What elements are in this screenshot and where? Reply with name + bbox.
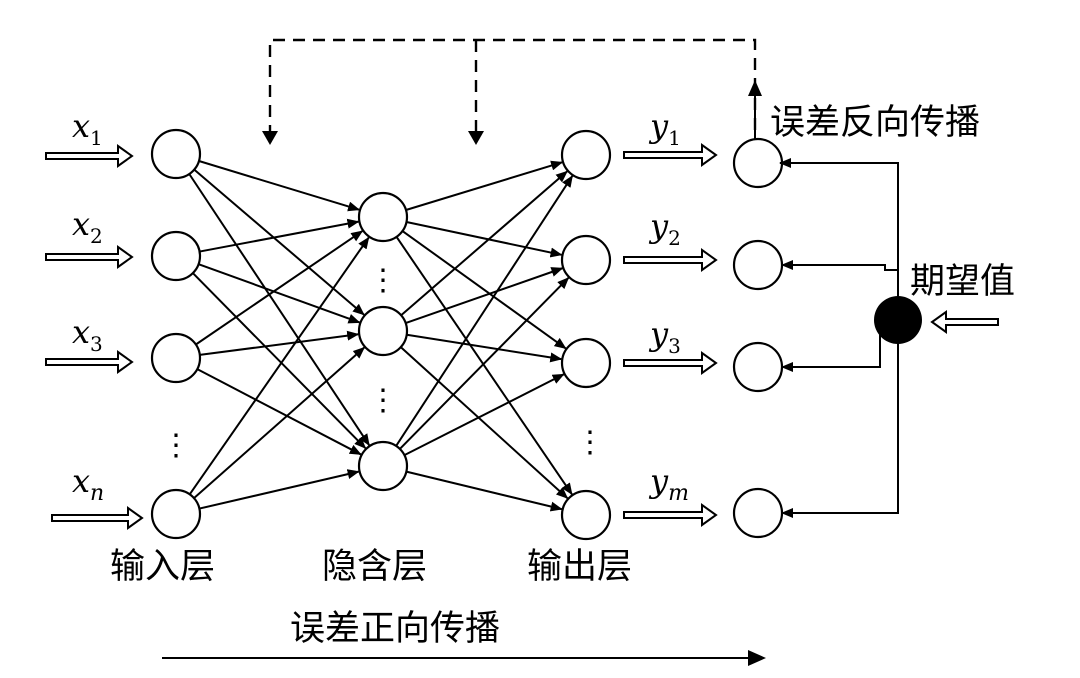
input-labels: x1 x2 x3 xn	[72, 107, 104, 506]
result-neuron-0	[732, 137, 784, 189]
conn-hidden-2-output-2	[403, 373, 565, 457]
conn-input-2-hidden-1	[199, 330, 360, 356]
output-label-1: y1	[648, 107, 681, 150]
output-arrow-2	[623, 351, 718, 375]
conn-hidden-1-output-1	[405, 267, 564, 325]
connections	[188, 160, 574, 512]
result-neuron-1	[732, 239, 784, 291]
ellipsis-dots: ⋮ ⋮ ⋮ ⋮	[161, 263, 605, 463]
conn-hidden-0-output-1	[406, 220, 563, 258]
output-label-3: y3	[648, 315, 681, 358]
input-neuron-1	[150, 230, 202, 282]
hidden-neuron-1	[357, 305, 409, 357]
output-labels: y1 y2 y3 ym	[648, 107, 689, 506]
backprop-label: 误差反向传播	[770, 103, 980, 143]
result-neuron-2	[732, 341, 784, 393]
conn-input-3-hidden-1	[193, 346, 366, 499]
input-layer-label: 输入层	[110, 547, 215, 587]
output-ellipsis: ⋮	[575, 425, 605, 460]
output-neuron-2	[560, 337, 612, 389]
conn-hidden-1-output-2	[406, 333, 563, 363]
input-neuron-3	[150, 488, 202, 540]
output-neuron-3	[560, 489, 612, 541]
input-ellipsis: ⋮	[161, 428, 191, 463]
output-arrow-0	[623, 143, 718, 167]
backprop-arrow-up	[748, 80, 762, 96]
conn-hidden-0-output-3	[395, 236, 573, 496]
conn-input-0-hidden-0	[198, 160, 361, 212]
neurons	[150, 128, 784, 541]
input-arrow-1	[45, 245, 134, 269]
expected-value-input-arrow	[930, 310, 999, 334]
expected-value-label: 期望值	[910, 262, 1015, 302]
conn-input-2-hidden-2	[196, 368, 362, 456]
expected-value-wiring	[779, 158, 922, 518]
conn-input-3-hidden-0	[188, 236, 370, 495]
output-arrow-1	[623, 248, 718, 272]
conn-hidden-2-output-1	[399, 277, 570, 450]
input-neuron-2	[150, 332, 202, 384]
backprop-arrow-hidden-input	[262, 131, 278, 145]
input-arrow-n	[51, 506, 144, 530]
backprop-dashed-line	[268, 38, 757, 138]
expected-value-node	[874, 296, 922, 344]
input-neuron-0	[150, 128, 202, 180]
output-arrow-3	[623, 503, 718, 527]
input-arrow-2	[45, 350, 134, 374]
conn-input-3-hidden-2	[199, 469, 360, 510]
input-arrow-0	[45, 144, 134, 168]
output-neuron-1	[560, 234, 612, 286]
conn-hidden-2-output-3	[406, 470, 563, 512]
output-label-2: y2	[648, 207, 681, 250]
conn-input-0-hidden-1	[193, 168, 365, 316]
hidden-neuron-0	[357, 191, 409, 243]
conn-hidden-0-output-0	[405, 160, 564, 211]
hidden-ellipsis-lower: ⋮	[368, 383, 398, 418]
forward-label: 误差正向传播	[290, 609, 500, 649]
signal-arrows	[45, 143, 999, 530]
result-neuron-3	[732, 487, 784, 539]
conn-input-2-hidden-0	[195, 230, 364, 346]
hidden-layer-label: 隐含层	[322, 547, 427, 587]
backprop-path	[262, 38, 762, 145]
conn-hidden-1-output-3	[400, 346, 569, 499]
hidden-neuron-2	[357, 440, 409, 492]
conn-hidden-0-output-2	[401, 230, 567, 350]
conn-input-0-hidden-2	[188, 173, 371, 447]
input-label-3: x3	[72, 313, 103, 356]
hidden-ellipsis-upper: ⋮	[368, 263, 398, 298]
backprop-arrow-output-hidden	[468, 131, 484, 145]
forward-arrow-head	[748, 650, 766, 666]
input-label-2: x2	[72, 205, 103, 248]
conn-input-1-hidden-1	[198, 263, 361, 324]
input-label-n: xn	[72, 462, 104, 506]
conn-input-1-hidden-0	[199, 218, 360, 253]
output-label-m: ym	[648, 462, 689, 506]
output-neuron-0	[560, 129, 612, 181]
conn-input-1-hidden-2	[192, 272, 367, 449]
output-layer-label: 输出层	[527, 547, 632, 587]
input-label-1: x1	[72, 107, 103, 150]
conn-hidden-2-output-0	[395, 175, 574, 447]
conn-hidden-1-output-0	[400, 170, 568, 317]
